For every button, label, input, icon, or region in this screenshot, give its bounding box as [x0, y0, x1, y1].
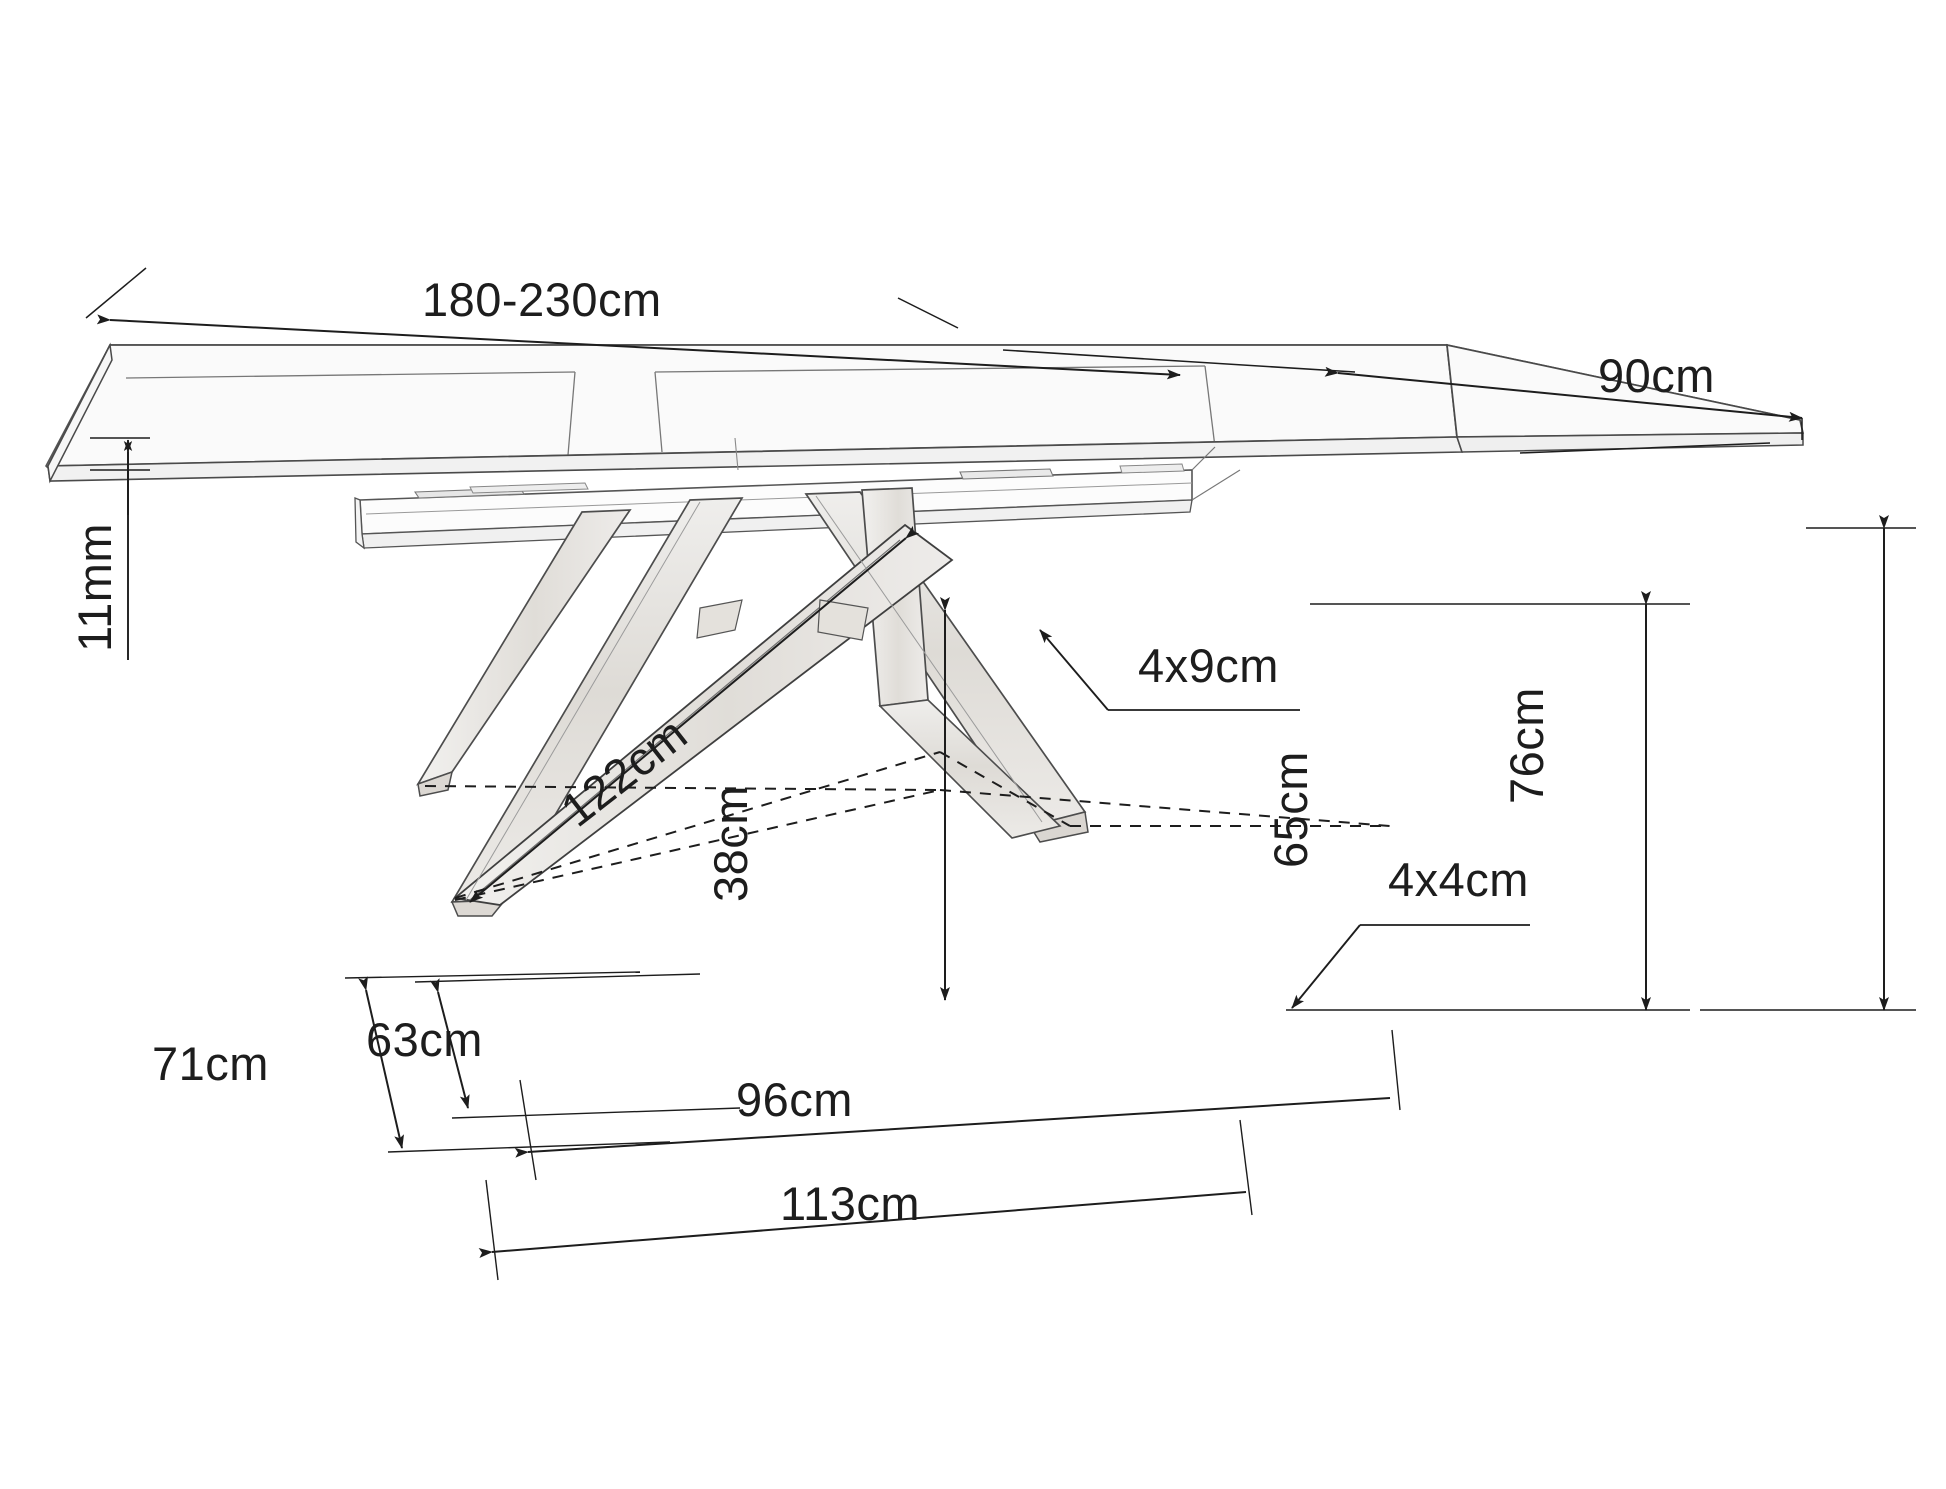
dimension-label-top-length: 180-230cm	[422, 273, 662, 326]
top-seam-right	[1204, 365, 1216, 448]
ext-90-bottom	[1519, 442, 1771, 454]
dimension-label-top-thickness: 11mm	[68, 522, 122, 653]
apron-line-c	[1191, 469, 1241, 501]
ext-113-right	[1239, 1119, 1253, 1216]
dash-center-up-right	[939, 751, 1071, 827]
ext-90-top	[1002, 349, 1356, 373]
table-top-right-edge	[1455, 432, 1804, 453]
dimension-label-base-depth-outer: 71cm	[152, 1037, 269, 1090]
dim-180-230	[96, 314, 1181, 380]
ext-71-bot	[387, 1141, 671, 1153]
ext-96-right	[1391, 1029, 1401, 1111]
ext-113-left	[485, 1179, 499, 1281]
leg-front-left-foot	[417, 770, 454, 797]
dimension-label-leg-section-small: 4x4cm	[1388, 853, 1529, 906]
leg-joint-notch-1	[696, 599, 743, 639]
dimension-label-leg-section-large: 4x9cm	[1138, 639, 1279, 692]
dimension-label-base-width-inner: 96cm	[736, 1073, 853, 1126]
ext-96-left	[519, 1079, 537, 1181]
apron-line-b	[1191, 446, 1216, 471]
dimension-label-clearance-height: 65cm	[1263, 751, 1317, 868]
dim-71	[358, 976, 404, 1149]
dimension-label-top-depth: 90cm	[1598, 349, 1715, 402]
ext-180-left	[85, 267, 147, 319]
dim-96	[514, 1097, 1391, 1158]
apron-end-left	[354, 497, 365, 550]
dimension-label-base-depth-inner: 63cm	[366, 1013, 483, 1066]
dash-frontleft-to-center	[424, 785, 941, 791]
dash-center-to-right	[939, 789, 1391, 827]
top-seam-left-b	[567, 371, 576, 456]
ext-63-top	[414, 973, 701, 983]
dimension-label-total-height: 76cm	[1499, 687, 1553, 804]
slide-rail-4	[1119, 463, 1185, 474]
leader-4x9-arrow	[1039, 629, 1109, 711]
apron-line-a	[365, 482, 1193, 515]
dimension-label-base-width-outer: 113cm	[780, 1177, 921, 1230]
dim-63	[429, 978, 470, 1109]
dim-113	[478, 1191, 1247, 1259]
dim-122	[469, 525, 920, 903]
top-seam-center-b	[654, 371, 663, 453]
dim-90	[1324, 366, 1803, 422]
ext-71-top	[344, 971, 641, 979]
ext-63-bot	[451, 1107, 741, 1119]
slide-rail-3	[959, 468, 1054, 480]
slide-rail-2	[469, 482, 589, 494]
apron-connector	[734, 437, 739, 471]
dimension-lines	[85, 267, 1916, 1281]
ext-180-right	[897, 297, 959, 329]
leader-4x4-arrow	[1291, 924, 1361, 1009]
dimension-label-cross-point-height: 38cm	[703, 785, 757, 902]
table-top-group	[45, 342, 1805, 484]
